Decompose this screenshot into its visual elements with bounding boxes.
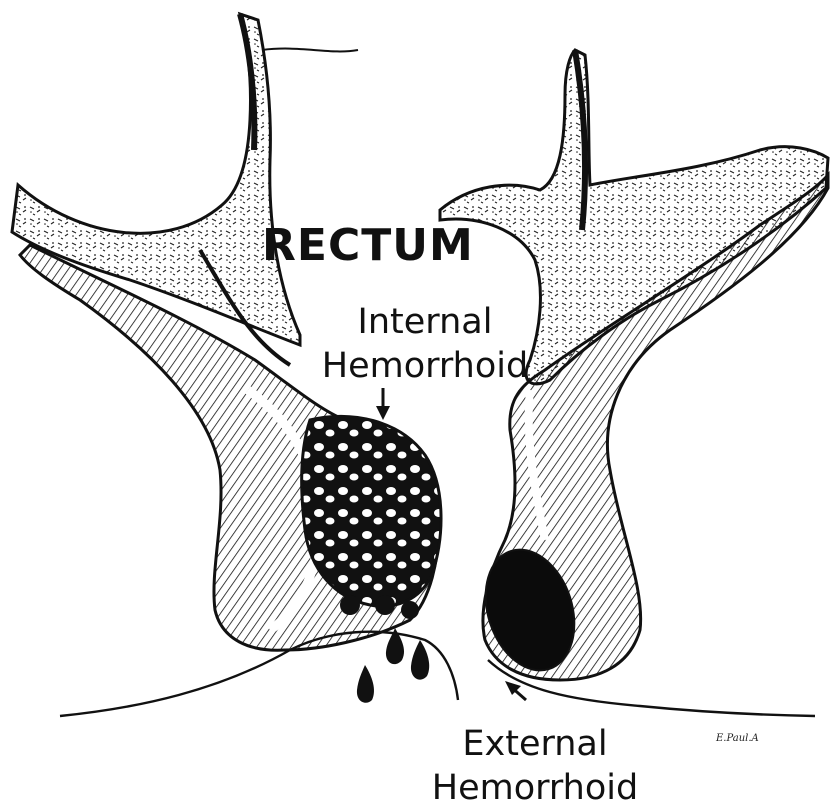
external-label-line-2: Hemorrhoid <box>415 766 655 810</box>
external-hemorrhoid-label: External Hemorrhoid <box>415 722 655 810</box>
internal-hemorrhoid <box>302 416 441 702</box>
external-label-line-1: External <box>415 722 655 766</box>
blood-drop <box>375 595 395 615</box>
blood-drop <box>357 665 374 703</box>
rectum-label: RECTUM <box>262 220 472 271</box>
internal-label-line-2: Hemorrhoid <box>300 344 550 388</box>
artist-signature: E.Paul.A <box>716 733 759 744</box>
internal-hemorrhoid-label: Internal Hemorrhoid <box>300 300 550 388</box>
blood-drop <box>401 601 419 619</box>
internal-arrow <box>376 388 390 420</box>
blood-drop <box>340 595 360 615</box>
external-arrow <box>505 681 526 700</box>
internal-label-line-1: Internal <box>300 300 550 344</box>
blood-drop <box>411 640 429 680</box>
left-upper-wing <box>12 14 300 345</box>
